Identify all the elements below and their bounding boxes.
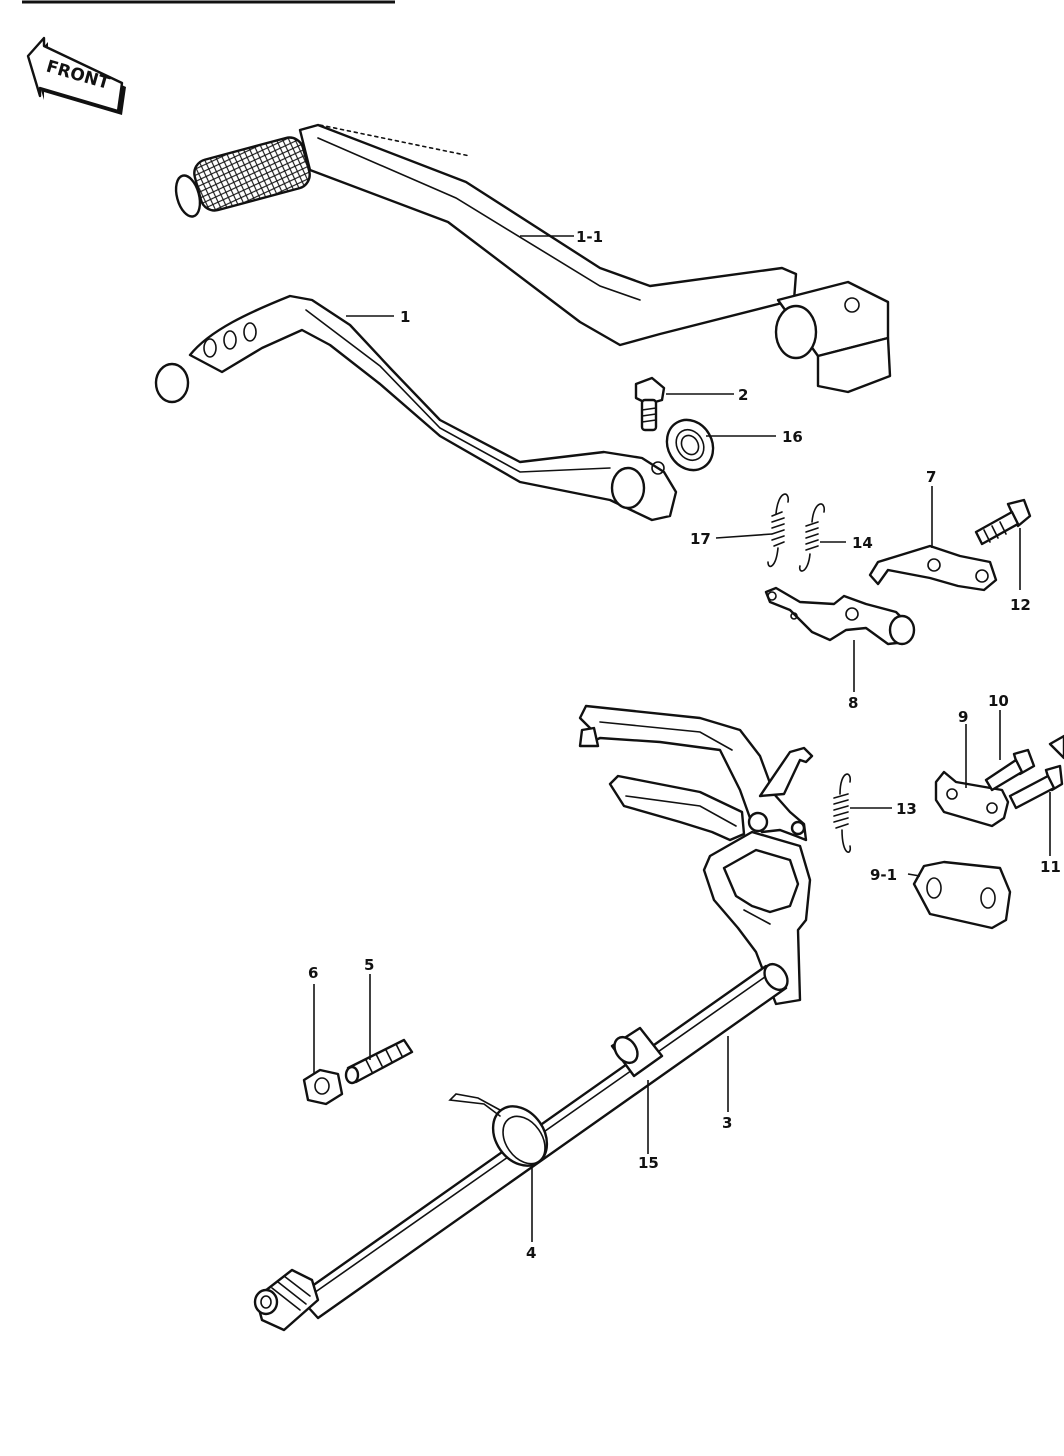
hex-nut xyxy=(302,1068,344,1106)
screw-10 xyxy=(984,748,1036,792)
label-1: 1 xyxy=(400,308,410,326)
callout-labels: 1-1 1 2 16 7 17 14 12 8 9 10 13 11 9-1 6… xyxy=(308,228,1061,1262)
front-direction-badge: FRONT xyxy=(26,36,126,115)
label-5: 5 xyxy=(364,956,374,974)
label-17: 17 xyxy=(690,530,711,548)
label-13: 13 xyxy=(896,800,917,818)
shift-pedal-knurled xyxy=(174,123,892,394)
label-12: 12 xyxy=(1010,596,1031,614)
label-16: 16 xyxy=(782,428,803,446)
stud-bolt xyxy=(344,1038,414,1085)
label-9: 9 xyxy=(958,708,968,726)
label-7: 7 xyxy=(926,468,936,486)
label-10: 10 xyxy=(988,692,1009,710)
shift-pedal xyxy=(154,294,678,522)
spring-13 xyxy=(833,773,852,853)
spring-17 xyxy=(767,493,789,568)
label-9-1: 9-1 xyxy=(870,866,897,884)
screw-12 xyxy=(974,498,1032,546)
label-11: 11 xyxy=(1040,858,1061,876)
label-1-1: 1-1 xyxy=(576,228,603,246)
label-4: 4 xyxy=(526,1244,536,1262)
label-15: 15 xyxy=(638,1154,659,1172)
oil-seal xyxy=(665,418,715,472)
shift-arm xyxy=(764,586,916,646)
shaft-collar xyxy=(610,1026,664,1078)
label-14: 14 xyxy=(852,534,873,552)
label-2: 2 xyxy=(738,386,748,404)
label-6: 6 xyxy=(308,964,318,982)
shift-mechanism-plate xyxy=(578,704,814,1006)
pedal-bolt xyxy=(634,376,666,432)
spring-14 xyxy=(798,503,825,572)
stopper-plate xyxy=(934,770,1010,828)
circlip xyxy=(448,1093,549,1167)
stopper-plate-alt xyxy=(912,860,1012,930)
label-3: 3 xyxy=(722,1114,732,1132)
screw-11 xyxy=(1008,734,1064,810)
leader-lines xyxy=(313,235,1051,1242)
label-8: 8 xyxy=(848,694,858,712)
pawl-plate xyxy=(868,544,998,592)
